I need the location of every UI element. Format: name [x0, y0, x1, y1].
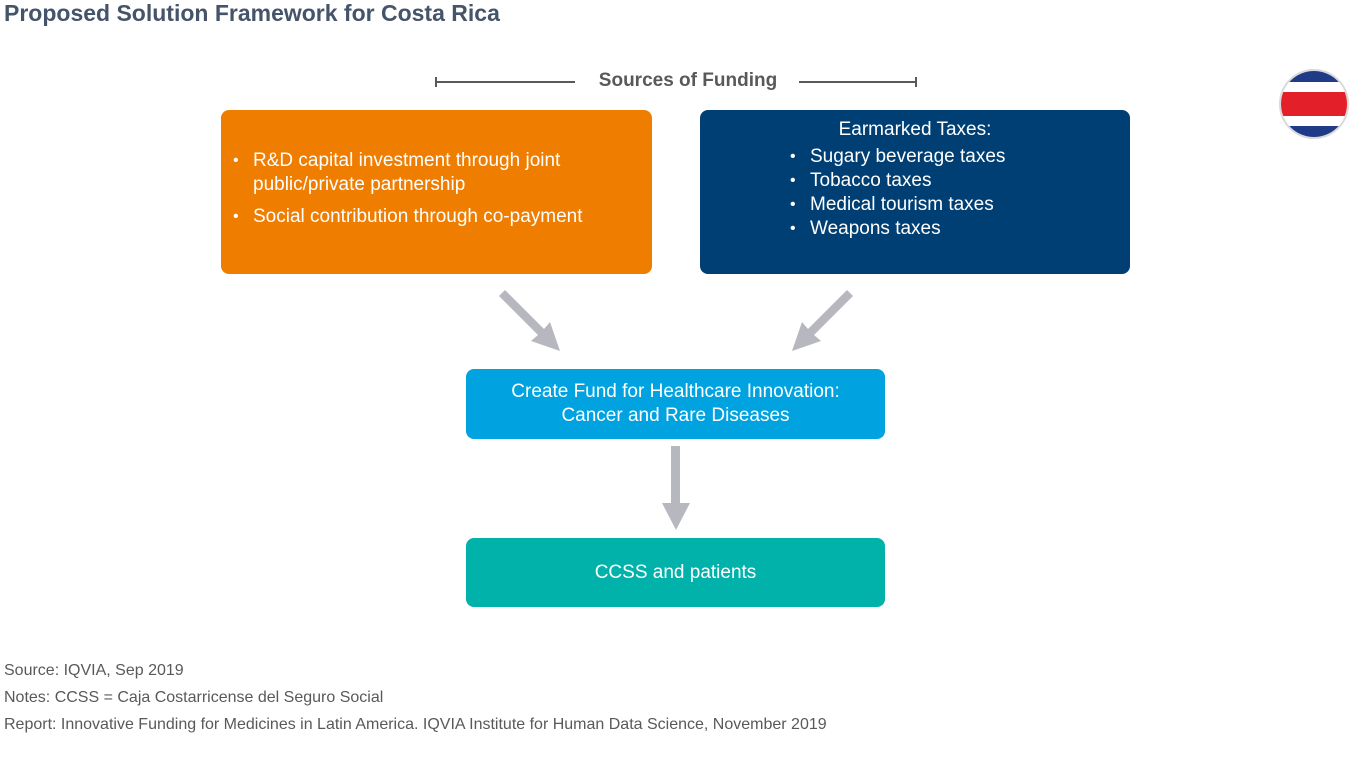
bullet-icon: •	[790, 172, 796, 189]
bullet-icon: •	[790, 148, 796, 165]
list-item-text: Sugary beverage taxes	[810, 146, 1006, 167]
list-item: • Weapons taxes	[790, 217, 1120, 241]
footer-source: Source: IQVIA, Sep 2019	[4, 662, 184, 679]
list-item-text: Social contribution through co-payment	[253, 206, 583, 227]
bracket-left-line	[435, 81, 575, 83]
bullet-icon: •	[790, 196, 796, 213]
list-item: • R&D capital investment through joint p…	[233, 149, 643, 197]
costa-rica-flag-icon	[1279, 69, 1349, 139]
fund-label-line1: Create Fund for Healthcare Innovation:	[511, 381, 840, 402]
ccss-patients-box: CCSS and patients	[466, 538, 885, 607]
list-item: • Tobacco taxes	[790, 169, 1120, 193]
list-item-text: Weapons taxes	[810, 218, 941, 239]
list-item: • Social contribution through co-payment	[233, 205, 643, 229]
list-item: • Medical tourism taxes	[790, 193, 1120, 217]
healthcare-innovation-fund-box: Create Fund for Healthcare Innovation: C…	[466, 369, 885, 439]
arrow-fund-to-outcome-icon	[662, 446, 690, 530]
footer-report: Report: Innovative Funding for Medicines…	[4, 716, 827, 733]
outcome-label: CCSS and patients	[594, 561, 757, 583]
fund-label-line2: Cancer and Rare Diseases	[561, 405, 790, 426]
sources-of-funding-label: Sources of Funding	[598, 70, 778, 91]
list-item-text: Tobacco taxes	[810, 170, 932, 191]
earmarked-taxes-box: Earmarked Taxes: • Sugary beverage taxes…	[700, 110, 1130, 274]
arrow-left-to-fund-icon	[499, 290, 560, 351]
earmarked-taxes-list: • Sugary beverage taxes • Tobacco taxes …	[790, 145, 1120, 241]
bullet-icon: •	[233, 208, 239, 225]
list-item-text: Medical tourism taxes	[810, 194, 994, 215]
list-item-text: R&D capital investment through joint pub…	[253, 150, 561, 195]
private-funding-list: • R&D capital investment through joint p…	[233, 149, 643, 237]
bullet-icon: •	[790, 220, 796, 237]
list-item: • Sugary beverage taxes	[790, 145, 1120, 169]
bracket-right-tick	[915, 77, 917, 87]
private-funding-box: • R&D capital investment through joint p…	[221, 110, 652, 274]
earmarked-taxes-heading: Earmarked Taxes:	[838, 119, 992, 140]
page-title: Proposed Solution Framework for Costa Ri…	[4, 0, 500, 26]
bracket-right-line	[799, 81, 916, 83]
arrow-right-to-fund-icon	[792, 290, 853, 351]
bullet-icon: •	[233, 152, 239, 169]
footer-notes: Notes: CCSS = Caja Costarricense del Seg…	[4, 689, 384, 706]
